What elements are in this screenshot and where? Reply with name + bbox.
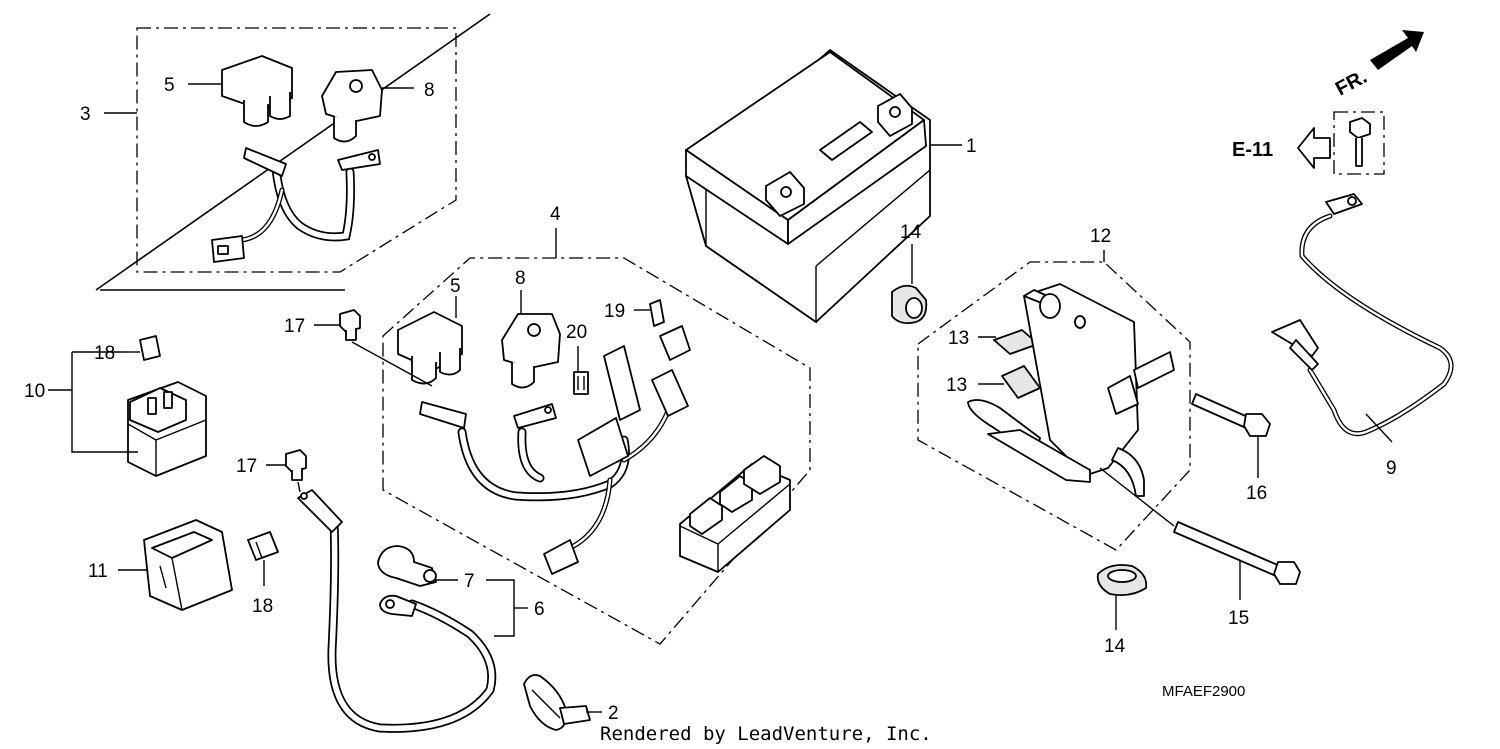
terminal-cover-part-8[interactable] (321, 69, 383, 143)
fuse-part-18-b[interactable] (247, 531, 279, 561)
relay-cover-part-11[interactable] (143, 519, 233, 611)
callout-10: 10 (24, 381, 45, 402)
callout-17-b: 17 (236, 456, 257, 477)
fuse-part-18-a[interactable] (139, 335, 161, 361)
pad-part-13-b[interactable] (1001, 365, 1041, 399)
group-4-harness-kit (382, 228, 811, 645)
callout-12: 12 (1090, 226, 1111, 247)
callout-4: 4 (550, 204, 561, 225)
callout-14-a: 14 (900, 222, 922, 243)
front-direction-arrow-icon (1370, 30, 1424, 70)
callout-8-b: 8 (515, 268, 526, 289)
callout-16: 16 (1246, 483, 1267, 504)
fuse-part-20[interactable] (573, 371, 589, 395)
callout-18-b: 18 (252, 596, 273, 617)
terminal-boot-part-7[interactable] (377, 545, 437, 587)
callout-2: 2 (608, 703, 619, 724)
callout-18-a: 18 (94, 343, 115, 364)
callout-17-a: 17 (284, 316, 305, 337)
bolt-part-15[interactable] (1173, 521, 1301, 585)
bolt-part-17-b[interactable] (285, 449, 307, 481)
battery-cable-part-6[interactable] (297, 489, 497, 733)
bolt-part-16[interactable] (1191, 393, 1271, 437)
diagram-code: MFAEF2900 (1162, 683, 1245, 700)
bolt-reference-box (1333, 111, 1385, 175)
fuse-box-block[interactable] (679, 455, 791, 573)
holder-bracket[interactable] (967, 283, 1175, 497)
starter-relay-part-10[interactable] (127, 381, 207, 477)
callout-1: 1 (966, 136, 977, 157)
group-3-harness-kit (95, 13, 491, 291)
e11-reference-arrow-icon[interactable] (1297, 127, 1331, 169)
ground-cable-part-9[interactable] (1271, 193, 1454, 437)
e11-reference-label[interactable]: E-11 (1232, 139, 1273, 161)
rubber-cushion-part-14-a[interactable] (891, 284, 928, 325)
terminal-cap-part-5[interactable] (221, 55, 293, 127)
callout-5-b: 5 (450, 276, 461, 297)
terminal-cap-part-5-b[interactable] (397, 311, 463, 385)
front-direction-label: FR. (1332, 66, 1371, 101)
callout-9: 9 (1386, 458, 1397, 479)
callout-20: 20 (566, 322, 587, 343)
credit-text: Rendered by LeadVenture, Inc. (600, 723, 932, 745)
callout-19: 19 (604, 301, 625, 322)
callout-5-a: 5 (164, 75, 175, 96)
callout-14-b: 14 (1104, 636, 1126, 657)
callout-11: 11 (88, 561, 108, 582)
callout-13-a: 13 (948, 328, 969, 349)
terminal-cover-part-8-b[interactable] (501, 313, 561, 389)
callout-6: 6 (534, 599, 545, 620)
main-harness-wire (419, 325, 691, 575)
callout-7: 7 (464, 571, 475, 592)
callout-13-b: 13 (946, 375, 967, 396)
callout-3: 3 (80, 104, 91, 125)
rubber-cushion-part-14-b[interactable] (1096, 564, 1148, 597)
battery-part-1[interactable] (685, 49, 931, 324)
group-12-fuse-holder (917, 250, 1191, 551)
bolt-part-17-a[interactable] (339, 309, 361, 341)
fuse-part-19[interactable] (649, 299, 665, 327)
callout-8-a: 8 (424, 80, 435, 101)
callout-15: 15 (1228, 608, 1249, 629)
harness-wire (211, 147, 381, 263)
band-clamp-part-2[interactable] (523, 674, 591, 731)
